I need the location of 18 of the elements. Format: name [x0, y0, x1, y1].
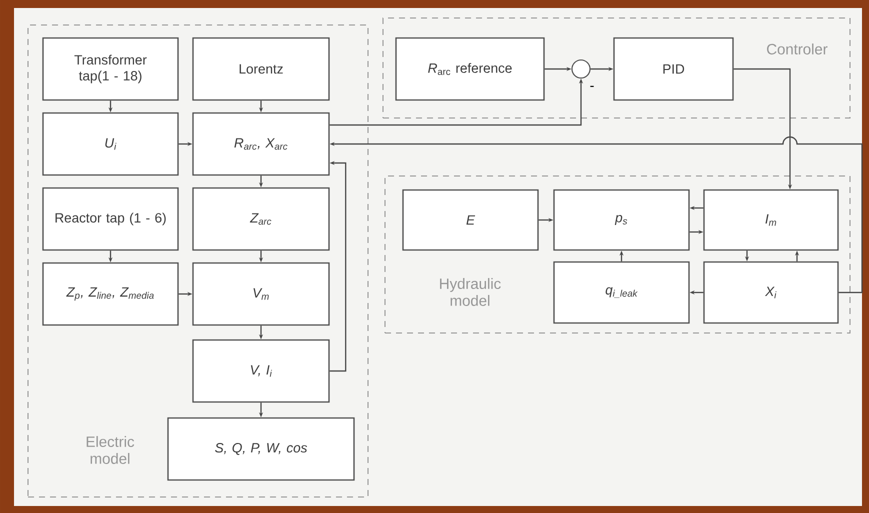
- process-box: V$_{m}$: [192, 262, 330, 326]
- summing-junction: [571, 59, 591, 79]
- process-box: V, I$_{i}$: [192, 339, 330, 403]
- process-box: U$_{i}$: [42, 112, 179, 176]
- process-box: Reactor tap (1 - 6): [42, 187, 179, 251]
- process-box: Z$_{p}$, Z$_{line}$, Z$_{media}$: [42, 262, 179, 326]
- process-box: E: [402, 189, 539, 251]
- process-box: X$_{i}$: [703, 261, 839, 324]
- process-box: p$_{s}$: [553, 189, 690, 251]
- process-box: Z$_{arc}$: [192, 187, 330, 251]
- process-box: S, Q, P, W, cos: [167, 417, 355, 481]
- process-box: R$_{arc}$ reference: [395, 37, 545, 101]
- process-box: Lorentz: [192, 37, 330, 101]
- process-box: I$_{m}$: [703, 189, 839, 251]
- process-box: R$_{arc}$, X$_{arc}$: [192, 112, 330, 176]
- process-box: PID: [613, 37, 734, 101]
- process-box: Transformer tap(1 - 18): [42, 37, 179, 101]
- process-box: q$_{i_leak}$: [553, 261, 690, 324]
